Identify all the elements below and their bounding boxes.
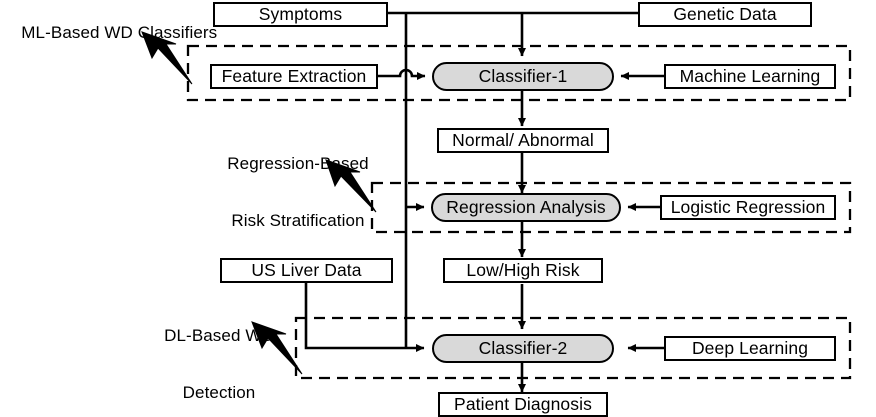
node-normal-abnormal[interactable]: Normal/ Abnormal (437, 128, 609, 153)
node-classifier-2[interactable]: Classifier-2 (432, 334, 614, 363)
edge-feature-to-classifier1 (378, 68, 426, 81)
regression-group-label-line2: Risk Stratification (231, 211, 365, 231)
node-deep-learning-label: Deep Learning (691, 338, 809, 358)
node-low-high-risk[interactable]: Low/High Risk (443, 258, 603, 283)
node-low-high-risk-label: Low/High Risk (466, 260, 580, 280)
node-feature-extraction[interactable]: Feature Extraction (210, 64, 378, 89)
dl-group-label-line2: Detection (182, 383, 256, 403)
node-symptoms[interactable]: Symptoms (213, 2, 388, 27)
node-deep-learning[interactable]: Deep Learning (664, 336, 836, 361)
dl-dashed-group-rect (294, 316, 852, 380)
node-patient-diagnosis-label: Patient Diagnosis (454, 394, 592, 414)
dl-group-pointer-arrow (251, 321, 303, 375)
node-logistic-regression[interactable]: Logistic Regression (660, 195, 836, 220)
dl-group-label-line1: DL-Based WD (164, 326, 274, 346)
regression-group-label-line1: Regression-Based (227, 154, 369, 174)
node-symptoms-label: Symptoms (258, 4, 343, 24)
node-feature-extraction-label: Feature Extraction (221, 66, 367, 86)
node-us-liver-data-label: US Liver Data (251, 260, 362, 280)
node-classifier-1-label: Classifier-1 (478, 66, 568, 86)
edge-usliver-to-classifier2 (304, 282, 425, 353)
node-machine-learning[interactable]: Machine Learning (664, 64, 836, 89)
regression-group-label: Regression-Based Risk Stratification (212, 116, 384, 268)
regression-group-pointer-arrow (325, 159, 377, 213)
ml-dashed-group-rect (186, 44, 852, 102)
ml-group-label: ML-Based WD Classifiers (2, 4, 217, 61)
node-patient-diagnosis[interactable]: Patient Diagnosis (438, 392, 608, 417)
node-genetic-data-label: Genetic Data (673, 4, 777, 24)
node-machine-learning-label: Machine Learning (679, 66, 821, 86)
ml-group-label-line1: ML-Based WD Classifiers (21, 23, 218, 43)
node-classifier-1[interactable]: Classifier-1 (432, 62, 614, 91)
node-regression-analysis-label: Regression Analysis (446, 197, 606, 217)
node-regression-analysis[interactable]: Regression Analysis (431, 193, 621, 222)
node-logistic-regression-label: Logistic Regression (670, 197, 826, 217)
node-normal-abnormal-label: Normal/ Abnormal (452, 130, 594, 150)
node-genetic-data[interactable]: Genetic Data (638, 2, 812, 27)
node-us-liver-data[interactable]: US Liver Data (220, 258, 393, 283)
node-classifier-2-label: Classifier-2 (478, 338, 568, 358)
ml-group-pointer-arrow (141, 31, 193, 85)
dl-group-label: DL-Based WD Detection (150, 288, 288, 417)
